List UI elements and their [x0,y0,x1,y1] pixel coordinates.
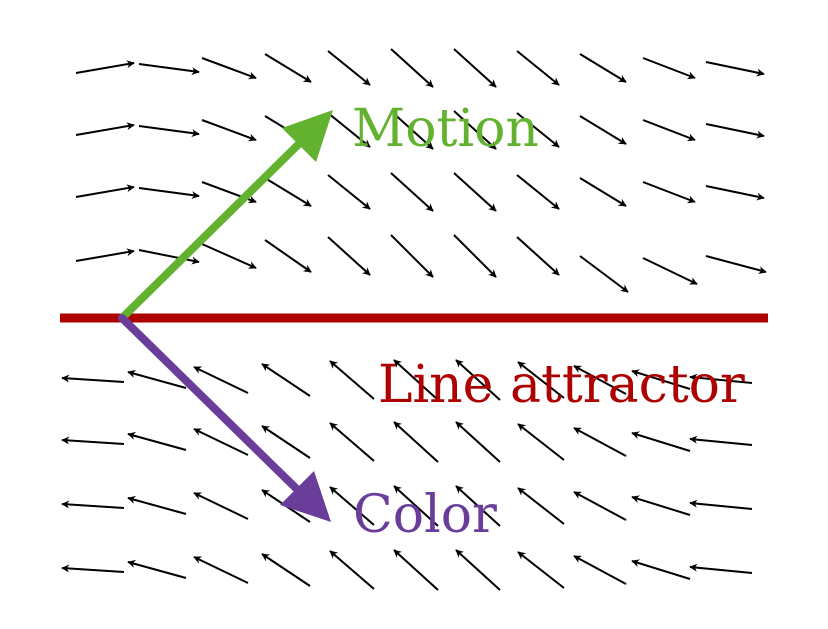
flow-arrow [705,185,765,201]
flow-arrow [329,550,375,590]
motion-label: Motion [352,99,539,159]
flow-arrow [138,187,200,200]
flow-arrow [517,361,565,399]
flow-arrow [516,236,560,276]
flow-arrow [75,60,135,74]
color-label: Color [353,485,497,545]
flow-arrow [689,563,753,574]
motion-arrow [118,110,333,322]
flow-arrow [516,112,560,148]
flow-arrow [642,257,698,285]
flow-arrow [642,181,696,204]
flow-arrow [193,366,249,394]
flow-arrow [264,177,312,207]
flow-arrow [127,560,187,579]
line-attractor-label: Line attractor [378,355,745,415]
flow-arrow [705,255,767,275]
flow-arrow [579,255,629,293]
flow-arrow [631,431,691,452]
flow-arrow [516,174,560,210]
flow-arrow [573,555,627,585]
flow-arrow [61,374,125,383]
flow-arrow [193,556,249,584]
flow-arrow [453,48,497,88]
flow-arrow [455,359,501,401]
flow-field [61,48,767,591]
flow-arrow [517,551,565,589]
flow-arrow [75,248,135,262]
flow-arrow [455,421,501,463]
flow-arrow [193,428,249,456]
flow-arrow [327,236,371,276]
flow-arrow [517,487,565,525]
flow-arrow [453,234,497,278]
flow-arrow [127,496,187,515]
flow-arrow [261,425,311,459]
flow-arrow [455,485,501,527]
flow-arrow [705,123,765,139]
flow-arrow [453,172,497,212]
flow-arrow [579,53,627,83]
flow-arrow [61,500,125,509]
flow-arrow [201,57,257,80]
flow-arrow [573,365,627,395]
flow-arrow [390,48,434,88]
flow-arrow [61,436,125,445]
flow-arrow [393,359,439,401]
flow-arrow [631,369,691,390]
flow-arrow [75,122,135,136]
flow-arrow [61,564,125,573]
flow-arrow [390,234,434,278]
flow-arrow [127,370,187,389]
flow-arrow [689,499,753,510]
flow-arrow [393,421,439,463]
flow-arrow [261,363,311,397]
flow-arrow [201,119,257,142]
flow-arrow [631,495,691,516]
flow-arrow [642,57,696,80]
flow-arrow [455,549,501,591]
flow-arrow [327,50,371,86]
flow-arrow [393,485,439,527]
flow-arrow [642,119,696,142]
flow-arrow [75,184,135,198]
flow-arrow [327,112,371,148]
flow-arrow [138,249,200,265]
flow-arrow [138,125,200,138]
flow-arrow [573,427,627,457]
flow-arrow [516,50,560,86]
flow-arrow [329,360,375,400]
flow-arrow [579,177,627,207]
flow-arrow [329,486,375,526]
flow-arrow [127,432,187,451]
flow-arrow [264,239,312,273]
flow-arrow [264,53,312,83]
flow-arrow [138,63,200,76]
flow-arrow [579,115,627,145]
flow-arrow [193,492,249,520]
flow-arrow [453,110,497,150]
flow-arrow [390,172,434,212]
flow-arrow [517,423,565,461]
flow-arrow [393,549,439,591]
flow-arrow [261,553,311,587]
flow-arrow [689,435,753,446]
flow-arrow [573,491,627,521]
color-arrow [118,314,331,522]
flow-arrow [327,174,371,210]
flow-arrow [390,110,434,150]
flow-arrow [705,61,765,77]
flow-arrow [201,243,257,269]
flow-arrow [689,373,753,384]
flow-arrow [631,559,691,580]
flow-arrow [329,422,375,462]
